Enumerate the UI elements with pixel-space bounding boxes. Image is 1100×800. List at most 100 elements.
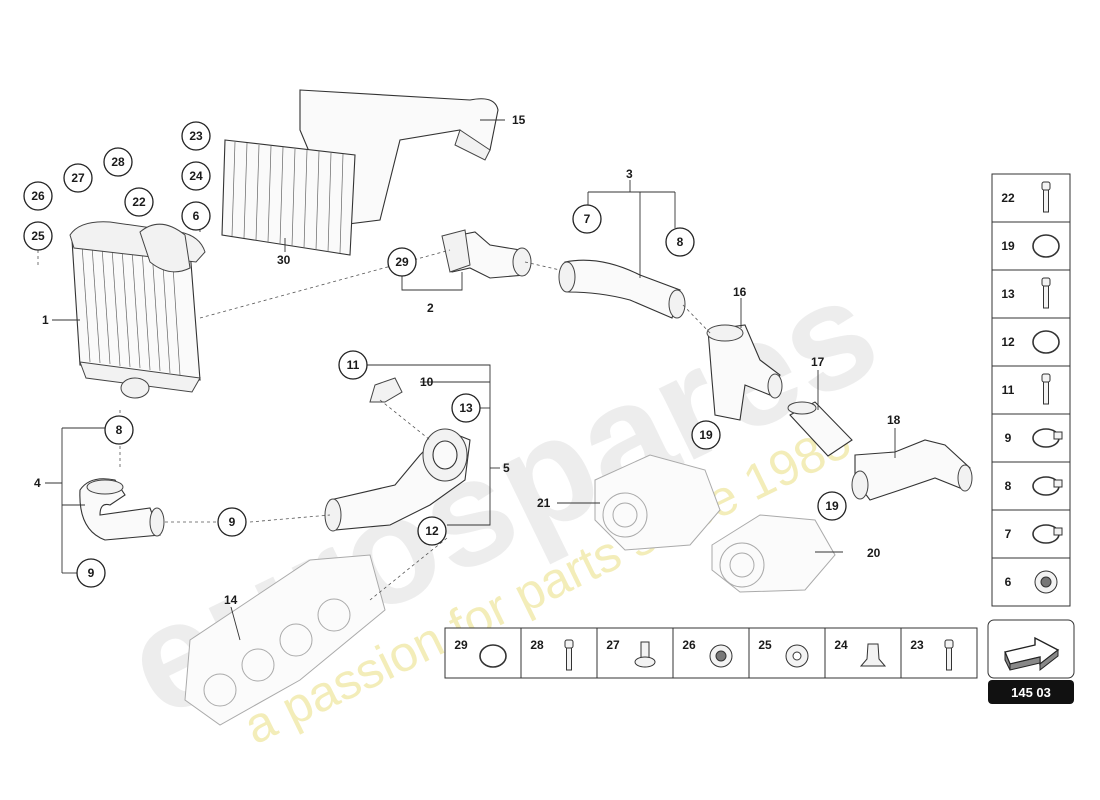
bottom-part-number: 25 [758, 638, 772, 652]
callout-22: 22 [124, 187, 154, 217]
callout-26: 26 [23, 181, 53, 211]
side-part-number: 6 [1005, 575, 1012, 589]
svg-text:24: 24 [189, 169, 203, 183]
callout-27: 27 [63, 163, 93, 193]
callout-11: 11 [338, 350, 368, 380]
svg-text:26: 26 [31, 189, 45, 203]
intake-manifold-14-part [184, 554, 386, 726]
side-part-row: 6 [992, 557, 1070, 594]
svg-text:28: 28 [111, 155, 125, 169]
turbocharger-21-part [594, 454, 721, 551]
diagram-number: 145 03 [1011, 685, 1051, 700]
svg-text:9: 9 [229, 515, 236, 529]
callout-25: 25 [23, 221, 53, 251]
svg-text:8: 8 [116, 423, 123, 437]
bottom-part-cell: 26 [672, 628, 733, 678]
callout-8-top: 8 [665, 227, 695, 257]
label-18: 18 [887, 413, 901, 427]
callout-8-left: 8 [104, 415, 134, 445]
side-part-row: 7 [992, 509, 1070, 544]
label-1: 1 [42, 313, 49, 327]
bottom-part-number: 27 [606, 638, 620, 652]
side-parts-table: 22 19 13 12 11 9 8 7 6 [991, 173, 1071, 607]
elbow-16-part [706, 324, 783, 421]
side-part-row: 22 [1001, 181, 1051, 213]
label-20: 20 [867, 546, 881, 560]
bottom-parts-table: 29 28 27 26 25 24 23 [444, 627, 978, 679]
intercooler-part [69, 221, 206, 399]
throttle-pipe-5-part [324, 377, 471, 532]
callout-29: 29 [387, 247, 417, 277]
callout-28: 28 [103, 147, 133, 177]
side-part-row: 12 [992, 317, 1070, 354]
callout-6: 6 [181, 201, 211, 231]
callout-24: 24 [181, 161, 211, 191]
svg-text:25: 25 [31, 229, 45, 243]
svg-text:9: 9 [88, 566, 95, 580]
next-page-arrow[interactable] [987, 619, 1075, 679]
label-14: 14 [224, 593, 238, 607]
plain-labels: 1 2 3 4 5 10 14 15 16 17 18 20 21 30 [34, 113, 901, 607]
callout-9-left: 9 [76, 558, 106, 588]
label-21: 21 [537, 496, 551, 510]
callout-19-lower: 19 [817, 491, 847, 521]
bottom-part-cell: 25 [748, 628, 809, 678]
side-part-number: 8 [1005, 479, 1012, 493]
svg-text:19: 19 [699, 428, 713, 442]
svg-text:13: 13 [459, 401, 473, 415]
svg-text:6: 6 [193, 209, 200, 223]
side-part-number: 13 [1001, 287, 1015, 301]
bottom-part-number: 23 [910, 638, 924, 652]
callout-23: 23 [181, 121, 211, 151]
side-part-number: 19 [1001, 239, 1015, 253]
bottom-part-cell: 28 [520, 628, 574, 678]
y-pipe-18-part [851, 439, 973, 501]
side-part-number: 12 [1001, 335, 1015, 349]
air-duct-part [221, 89, 499, 256]
label-4: 4 [34, 476, 41, 490]
callout-19-upper: 19 [691, 420, 721, 450]
svg-text:19: 19 [825, 499, 839, 513]
callout-13: 13 [451, 393, 481, 423]
label-30: 30 [277, 253, 291, 267]
side-part-row: 13 [992, 269, 1070, 309]
callout-12: 12 [417, 516, 447, 546]
svg-text:12: 12 [425, 524, 439, 538]
callout-circles: 23 24 6 22 28 27 26 25 29 7 8 11 13 8 9 … [23, 121, 847, 588]
dashed-connectors [37, 249, 713, 601]
turbocharger-20-part [711, 514, 836, 593]
svg-text:11: 11 [347, 358, 360, 372]
label-17: 17 [811, 355, 825, 369]
side-part-number: 11 [1002, 383, 1015, 397]
label-3: 3 [626, 167, 633, 181]
bottom-part-number: 28 [530, 638, 544, 652]
svg-text:7: 7 [584, 212, 591, 226]
callout-9-mid: 9 [217, 507, 247, 537]
side-part-number: 7 [1005, 527, 1012, 541]
diagram-number-badge: 145 03 [988, 680, 1074, 704]
label-10: 10 [420, 375, 434, 389]
svg-text:8: 8 [677, 235, 684, 249]
bottom-part-number: 29 [454, 638, 468, 652]
side-part-row: 19 [992, 221, 1070, 258]
charge-hose-2-part [441, 229, 532, 279]
bottom-part-number: 26 [682, 638, 696, 652]
callout-7: 7 [572, 204, 602, 234]
bottom-part-cell: 24 [824, 628, 887, 678]
label-16: 16 [733, 285, 747, 299]
side-part-row: 11 [992, 365, 1070, 405]
side-part-number: 22 [1001, 191, 1015, 205]
svg-text:27: 27 [71, 171, 85, 185]
side-part-number: 9 [1005, 431, 1012, 445]
charge-pipe-3-part [558, 259, 686, 319]
side-part-row: 8 [992, 461, 1070, 496]
bottom-part-cell: 23 [900, 628, 954, 678]
side-part-row: 9 [992, 413, 1070, 448]
tube-17-part [787, 401, 853, 457]
label-5: 5 [503, 461, 510, 475]
bottom-part-number: 24 [834, 638, 848, 652]
svg-text:29: 29 [395, 255, 409, 269]
hose-4-part [79, 478, 165, 541]
